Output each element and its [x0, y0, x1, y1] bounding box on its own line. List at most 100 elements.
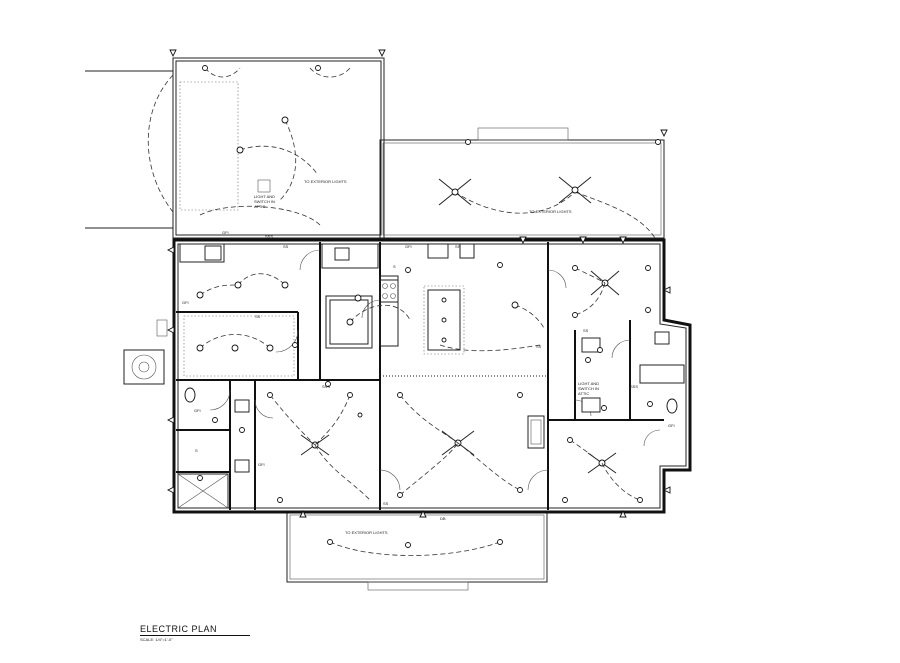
title-block: ELECTRIC PLAN SCALE: 1/4"=1'-0"	[140, 624, 250, 642]
exterior-lights-note-rear: TO EXTERIOR LIGHTS	[529, 209, 572, 214]
ceiling-fan-icon	[438, 178, 472, 206]
ceiling-light-icon	[601, 405, 607, 411]
switch-label: SS	[283, 244, 289, 249]
gfi-label: GFI	[194, 408, 201, 413]
ceiling-light-icon	[597, 347, 603, 353]
switch-label: SS	[536, 344, 542, 349]
outlet-icon	[519, 236, 527, 245]
ceiling-light-icon	[196, 344, 204, 352]
attic-light-note-bath-3: ATTIC	[578, 391, 589, 396]
outlet-icon	[619, 236, 627, 245]
outlet-icon	[166, 486, 175, 494]
drawing-scale: SCALE: 1/4"=1'-0"	[140, 637, 173, 642]
ceiling-light-icon	[315, 65, 321, 71]
front-left-bedroom: SS	[267, 392, 389, 506]
exterior-walls	[172, 238, 692, 514]
ceiling-light-icon	[277, 497, 283, 503]
ceiling-light-icon	[567, 437, 573, 443]
ceiling-light-icon	[196, 291, 204, 299]
gfi-label: GFI	[405, 244, 412, 249]
ceiling-light-icon	[441, 317, 447, 323]
garage: LIGHT AND SWITCH IN ATTIC TO EXTERIOR LI…	[85, 49, 386, 239]
ceiling-light-icon	[266, 344, 274, 352]
ceiling-light-icon	[647, 401, 653, 407]
ceiling-light-icon	[347, 392, 353, 398]
switch-label: SSS	[265, 234, 273, 239]
outlet-icon	[579, 236, 587, 245]
rear-porch: TO EXTERIOR LIGHTS	[379, 127, 668, 239]
ceiling-light-icon	[655, 139, 661, 145]
ceiling-light-icon	[517, 392, 523, 398]
laundry: GFI SSS SS GFI	[123, 230, 289, 385]
ceiling-light-icon	[212, 417, 218, 423]
ceiling-light-icon	[572, 312, 578, 318]
ceiling-light-icon	[234, 281, 242, 289]
ceiling-light-icon	[357, 412, 363, 418]
ceiling-light-icon	[405, 267, 411, 273]
kitchen: GFI SS S SS	[321, 243, 546, 355]
switch-label: SSS	[630, 384, 638, 389]
ceiling-light-icon	[511, 301, 519, 309]
ceiling-light-icon	[281, 281, 289, 289]
outlet-icon	[662, 486, 671, 494]
right-baths: LIGHT AND SWITCH IN ATTIC SSS SS	[578, 328, 685, 414]
ceiling-light-icon	[465, 139, 471, 145]
ceiling-light-icon	[292, 342, 298, 348]
switch-label: SS	[383, 501, 389, 506]
attic-light-note-bath-2: SWITCH IN	[578, 386, 599, 391]
smoke-detector-icon	[131, 354, 157, 380]
ceiling-light-icon	[267, 392, 273, 398]
outlet-icon	[166, 246, 175, 254]
gfi-label: GFI	[222, 230, 229, 235]
front-right-bedroom: GFI	[562, 423, 675, 503]
ceiling-light-icon	[354, 294, 362, 302]
drawing-title: ELECTRIC PLAN	[140, 624, 250, 636]
ceiling-light-icon	[441, 297, 447, 303]
ceiling-light-icon	[325, 381, 331, 387]
switch-label: S	[393, 264, 396, 269]
master-bedroom	[572, 265, 651, 318]
ceiling-light-icon	[397, 492, 403, 498]
ceiling-light-icon	[441, 337, 447, 343]
attic-light-note-garage-3: ATTIC	[254, 204, 265, 209]
exterior-lights-note-front: TO EXTERIOR LIGHTS	[345, 530, 388, 535]
switch-label: SS	[583, 328, 589, 333]
ceiling-light-icon	[327, 539, 333, 545]
outlet-icon	[166, 416, 175, 424]
ceiling-light-icon	[281, 116, 289, 124]
outlet-icon	[619, 509, 627, 518]
front-porch: TO EXTERIOR LIGHTS	[286, 511, 548, 591]
outlet-icon	[662, 286, 671, 294]
attic-light-note-bath-1: LIGHT AND	[578, 381, 599, 386]
ceiling-light-icon	[645, 265, 651, 271]
ceiling-light-icon	[637, 497, 643, 503]
gfi-label: GFI	[668, 423, 675, 428]
ceiling-light-icon	[497, 539, 503, 545]
ceiling-fan-icon	[558, 176, 592, 204]
ceiling-light-icon	[562, 497, 568, 503]
ceiling-light-icon	[236, 146, 244, 154]
gfi-label: GFI	[258, 462, 265, 467]
outlet-markers	[166, 236, 671, 518]
switch-label: SS	[455, 244, 461, 249]
left-bath: GFI GFI S	[177, 387, 265, 509]
ceiling-light-icon	[346, 318, 354, 326]
ceiling-light-icon	[645, 307, 651, 313]
doorbell-label: DB	[440, 516, 446, 521]
switch-label: S	[195, 448, 198, 453]
interior-walls	[176, 242, 664, 510]
ceiling-light-icon	[202, 65, 208, 71]
attic-light-note-garage-1: LIGHT AND	[254, 194, 275, 199]
hall-closets: SS SSS	[183, 314, 331, 389]
outlet-icon	[166, 326, 175, 334]
outlet-icon	[419, 509, 427, 518]
ceiling-light-icon	[197, 475, 203, 481]
ceiling-light-icon	[405, 542, 411, 548]
switch-label: SS	[255, 314, 261, 319]
ceiling-light-icon	[397, 392, 403, 398]
living-room: DB	[397, 392, 545, 521]
attic-light-note-garage-2: SWITCH IN	[254, 199, 275, 204]
ceiling-light-icon	[239, 427, 245, 433]
ceiling-light-icon	[231, 344, 239, 352]
